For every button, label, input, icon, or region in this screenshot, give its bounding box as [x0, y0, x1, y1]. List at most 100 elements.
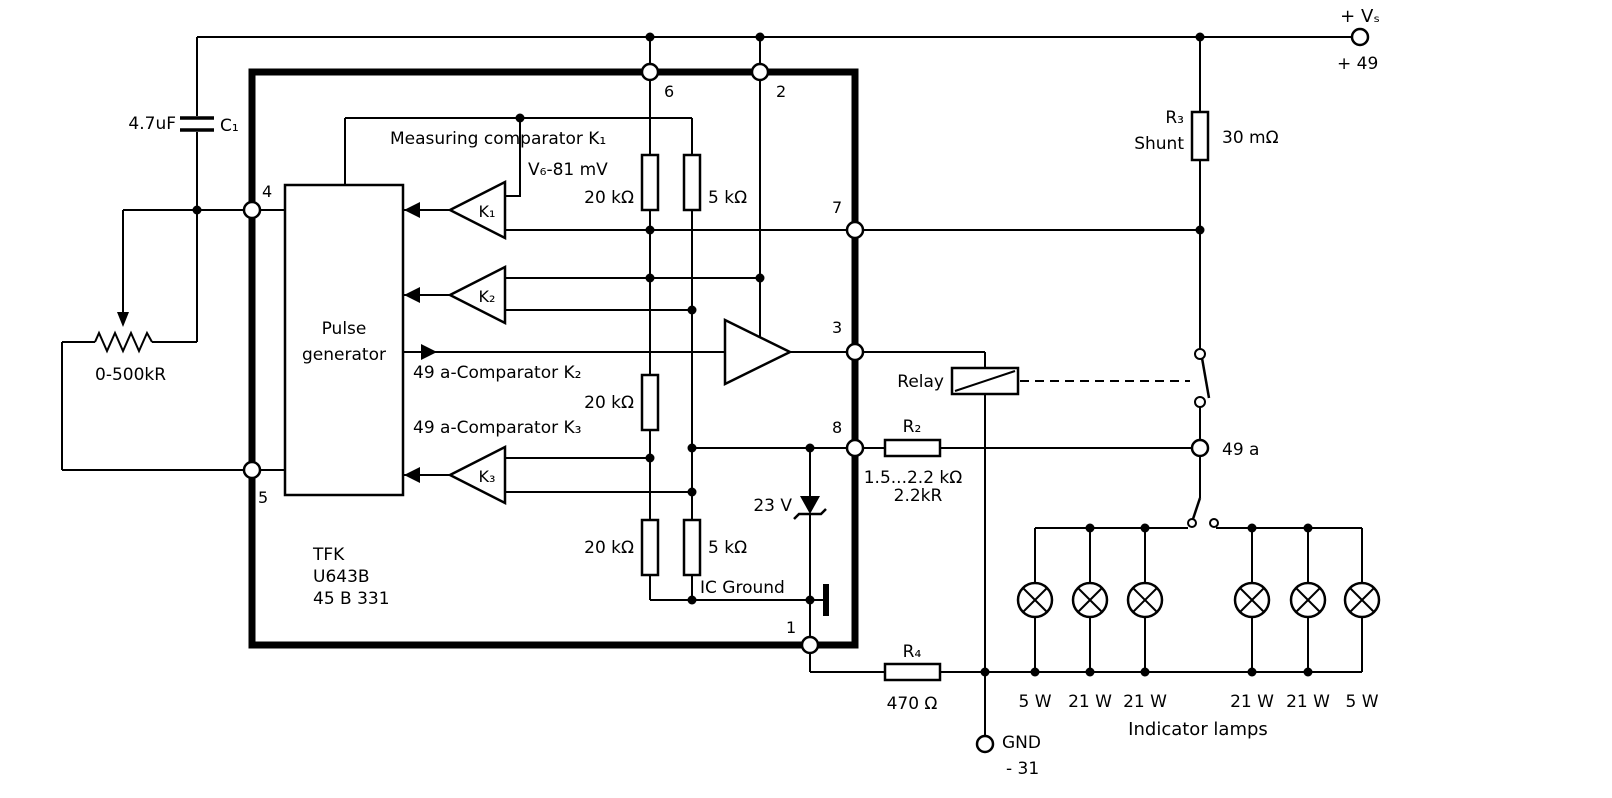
ic-pin-circles	[242, 62, 865, 655]
pin-2-circle	[750, 62, 770, 82]
zener-value-label: 23 V	[753, 496, 792, 516]
pulse-generator-label-line2: generator	[302, 345, 386, 365]
zener-diode	[793, 496, 827, 520]
pin-6-circle	[640, 62, 660, 82]
comparator-k3-label: K₃	[479, 467, 496, 486]
shunt-value-label: 30 mΩ	[1222, 128, 1279, 148]
terminal-49a	[1190, 438, 1210, 458]
ic-part-label: U643B	[313, 567, 370, 587]
gnd-label: GND	[1002, 733, 1041, 753]
pin-5-label: 5	[258, 488, 268, 507]
terminal-vs	[1350, 27, 1370, 47]
pin-8-circle	[845, 438, 865, 458]
pulse-output-arrow-icon	[421, 344, 437, 360]
measuring-comparator-label: Measuring comparator K₁	[390, 129, 606, 149]
resistor-20k-mid	[640, 373, 660, 432]
lamp-3	[1126, 581, 1164, 619]
lamp-1	[1016, 581, 1054, 619]
capacitor-c1	[180, 116, 214, 132]
resistor-5k-top	[682, 153, 702, 212]
lamp-rating-label: 21 W	[1123, 692, 1167, 712]
lamp-rating-label: 5 W	[1018, 692, 1051, 712]
gnd-pin-label: - 31	[1006, 759, 1039, 779]
r2-ref-label: R₂	[903, 417, 922, 437]
lamp-2	[1071, 581, 1109, 619]
relay-coil	[950, 366, 1020, 396]
pin-2-label: 2	[776, 82, 786, 101]
resistor-20k-top	[640, 153, 660, 212]
comparator3-annotation: 49 a-Comparator K₃	[413, 418, 581, 438]
resistor-5k-bot	[682, 518, 702, 577]
relay-contact-switch	[1194, 348, 1211, 408]
resistor-r4	[883, 662, 942, 682]
indicator-lamps-caption: Indicator lamps	[1128, 719, 1268, 740]
lamp-4	[1233, 581, 1271, 619]
comparator-k3-triangle	[447, 444, 507, 506]
supply-terminal-label: + Vₛ	[1340, 6, 1380, 27]
resistor-20k-bot-label: 20 kΩ	[584, 538, 634, 558]
pin-4-label: 4	[262, 182, 272, 201]
circuit-wires	[61, 36, 1363, 736]
k3-output-arrow-icon	[404, 467, 420, 483]
pulse-generator-label-line1: Pulse	[322, 319, 367, 339]
shunt-name-label: Shunt	[1134, 134, 1184, 154]
terminal-49a-label: 49 a	[1222, 440, 1259, 460]
r2-value-label: 1.5...2.2 kΩ	[864, 468, 963, 488]
r2-chosen-label: 2.2kR	[894, 486, 943, 506]
pot-value-label: 0-500kR	[95, 365, 166, 385]
pin-1-label: 1	[786, 618, 796, 637]
output-amplifier-triangle	[723, 317, 793, 387]
pulse-generator-box	[283, 183, 405, 497]
pin-6-label: 6	[664, 82, 674, 101]
lamp-rating-label: 21 W	[1286, 692, 1330, 712]
r4-value-label: 470 Ω	[887, 694, 938, 714]
comparator-k1-label: K₁	[479, 202, 496, 221]
resistor-5k-bot-label: 5 kΩ	[708, 538, 747, 558]
relay-label: Relay	[897, 372, 944, 392]
pin-3-circle	[845, 342, 865, 362]
lamp-rating-label: 5 W	[1345, 692, 1378, 712]
potentiometer	[94, 330, 153, 354]
lamp-rating-label: 21 W	[1230, 692, 1274, 712]
comparator-k1-triangle	[447, 179, 507, 241]
pin-7-label: 7	[832, 198, 842, 217]
comparator-k2-triangle	[447, 264, 507, 326]
shunt-ref-label: R₃	[1165, 108, 1184, 128]
ic-code-label: 45 B 331	[313, 589, 390, 609]
k2-output-arrow-icon	[404, 287, 420, 303]
comparator2-annotation: 49 a-Comparator K₂	[413, 363, 581, 383]
supply-value-label: + 49	[1337, 54, 1378, 74]
potentiometer-wiper-arrow-icon	[117, 312, 129, 327]
r4-ref-label: R₄	[903, 642, 922, 662]
junction-dots	[192, 32, 1313, 677]
lamp-5	[1289, 581, 1327, 619]
pin-7-circle	[845, 220, 865, 240]
pin-8-label: 8	[832, 418, 842, 437]
pin-5-circle	[242, 460, 262, 480]
ic-maker-label: TFK	[312, 545, 345, 565]
pin-1-circle	[800, 635, 820, 655]
lamp-6	[1343, 581, 1381, 619]
resistor-20k-mid-label: 20 kΩ	[584, 393, 634, 413]
resistor-20k-top-label: 20 kΩ	[584, 188, 634, 208]
terminal-circles	[975, 27, 1370, 754]
terminal-gnd	[975, 734, 995, 754]
v6-ref-label: V₆-81 mV	[528, 160, 608, 180]
resistor-5k-top-label: 5 kΩ	[708, 188, 747, 208]
signal-arrowheads	[117, 202, 437, 483]
cap-ref-label: C₁	[220, 116, 239, 136]
pin-4-circle	[242, 200, 262, 220]
indicator-lamps	[1016, 581, 1381, 619]
ic-internal-resistors	[640, 153, 702, 577]
pin-3-label: 3	[832, 318, 842, 337]
k1-output-arrow-icon	[404, 202, 420, 218]
comparator-k2-label: K₂	[479, 287, 496, 306]
ic-ground-label: IC Ground	[700, 578, 785, 598]
lamp-rating-label: 21 W	[1068, 692, 1112, 712]
shunt-resistor-r3	[1190, 110, 1210, 162]
resistor-r2	[883, 438, 942, 458]
cap-value-label: 4.7uF	[128, 114, 176, 134]
resistor-20k-bot	[640, 518, 660, 577]
